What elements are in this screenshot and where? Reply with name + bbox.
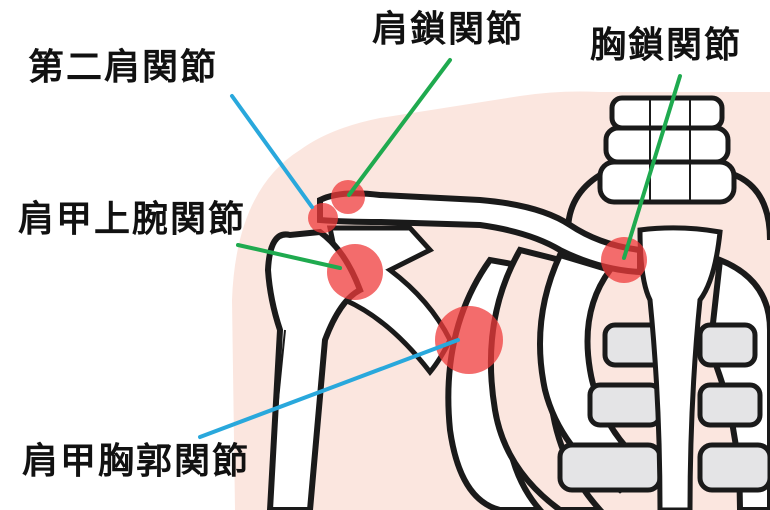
- leader-line-sternoclavicular: [622, 74, 682, 260]
- label-scapulothoracic-joint: 肩甲胸郭関節: [22, 441, 251, 482]
- leader-line-second-shoulder: [230, 94, 314, 209]
- glenohumeral-joint-marker: [327, 244, 383, 300]
- scapulothoracic-joint-marker: [435, 306, 503, 374]
- second-shoulder-joint-marker: [308, 203, 338, 233]
- label-glenohumeral-joint: 肩甲上腕関節: [18, 199, 247, 240]
- sternoclavicular-joint-marker: [601, 237, 647, 283]
- leader-line-scapulothoracic: [198, 338, 460, 439]
- rib-cartilage-right: [697, 322, 770, 493]
- leader-line-glenohumeral: [236, 243, 342, 270]
- acromioclavicular-joint-marker: [331, 180, 365, 214]
- humerus-detail: [274, 329, 286, 431]
- leader-line-acromioclavicular: [347, 58, 452, 197]
- label-second-shoulder-joint: 第二肩関節: [28, 47, 219, 88]
- cervical-vertebrae: [597, 95, 737, 205]
- leader-lines: [198, 58, 682, 439]
- label-acromioclavicular-joint: 肩鎖関節: [372, 9, 525, 50]
- joint-highlights: [308, 180, 647, 374]
- sternum: [637, 225, 723, 510]
- label-sternoclavicular-joint: 胸鎖関節: [590, 25, 743, 66]
